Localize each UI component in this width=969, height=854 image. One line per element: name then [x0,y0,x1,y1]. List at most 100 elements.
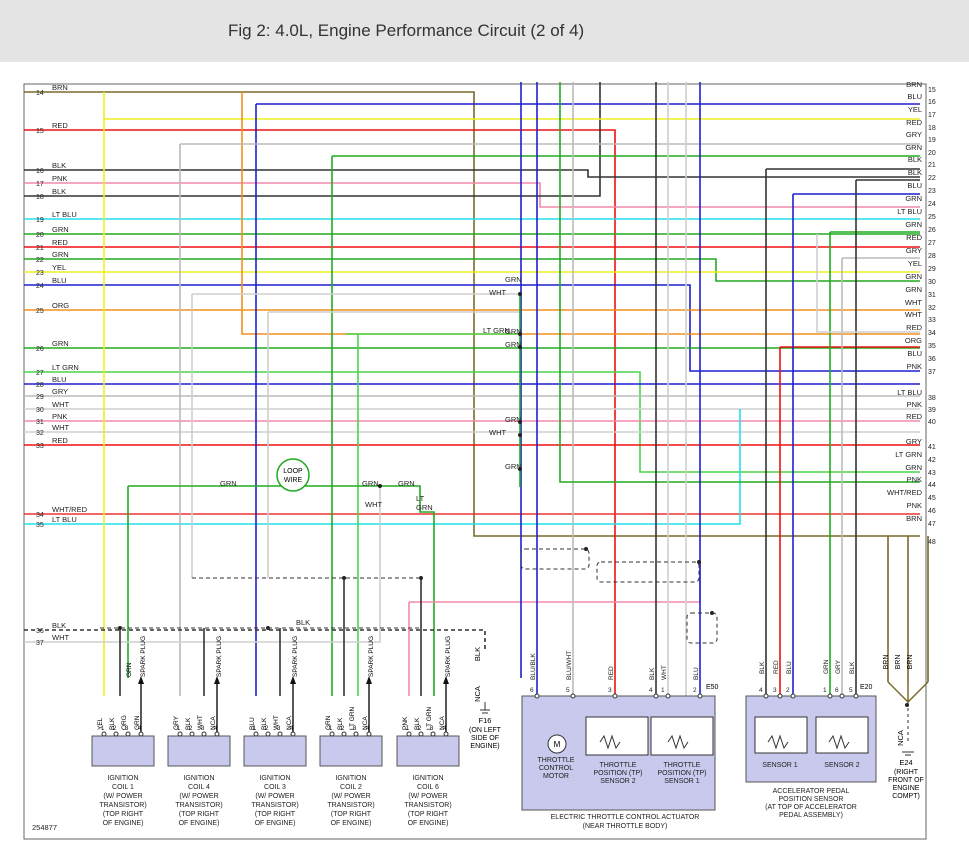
coil-pin-wire: GRY [173,715,180,730]
coil-caption: IGNITION [259,775,290,782]
left-wire-number: 26 [36,346,44,353]
spark-plug-label: SPARK PLUG [140,636,147,677]
spark-plug-label: SPARK PLUG [368,636,375,677]
coil-caption: (TOP RIGHT [103,811,144,818]
right-wire-color: YEL [908,105,922,114]
wire [816,234,920,333]
coil-pin-number: 3 [353,726,357,732]
pedal-pin-wire: GRY [835,659,842,674]
left-wire-number: 19 [36,217,44,224]
throttle-pin-number: 5 [566,687,570,694]
throttle-pin [697,693,703,699]
left-wire-color: LT BLU [52,210,77,219]
figure-number: 254877 [32,823,57,832]
coil-pin-wire: WHT [197,715,204,730]
shield-group [100,548,718,644]
spark-arrow [290,676,296,684]
right-wire-color: WHT [905,298,922,307]
pedal-caption: PEDAL ASSEMBLY) [779,812,843,819]
wire-label: GRN [505,275,522,284]
svg-text:M: M [554,740,561,749]
right-wire-color: GRN [905,220,922,229]
wire-label: GRN [505,415,522,424]
left-wire-number: 17 [36,181,44,188]
left-wire-number: 37 [36,640,44,647]
right-wire-color: BRN [906,514,922,523]
right-wire-number: 25 [928,214,936,221]
pedal-pin [839,693,845,699]
tp2-label-3: SENSOR 2 [600,778,636,785]
spark-arrow [366,676,372,684]
e24-wire: BRN [895,655,902,670]
coil-pin-wire: NCA [439,716,446,730]
throttle-pin-wire: WHT [661,665,668,680]
throttle-pin-wire: BLK [649,667,656,680]
wire [128,485,435,696]
right-wire-color: GRN [905,194,922,203]
f16-desc: SIDE OF [471,735,499,742]
coil-pin-number: 4 [214,726,218,732]
pedal-caption: ACCELERATOR PEDAL [773,788,850,795]
right-wire-color: GRN [905,463,922,472]
tp1-label-3: SENSOR 1 [664,778,700,785]
e24-wire: BRN [883,655,890,670]
right-wire-number: 29 [928,266,936,273]
left-wire-number: 25 [36,308,44,315]
pedal-pin-wire: BLK [759,661,766,674]
left-wire-number: 33 [36,443,44,450]
pedal-pin [777,693,783,699]
junction-dot [518,332,522,336]
figure-title: Fig 2: 4.0L, Engine Performance Circuit … [228,21,585,40]
wire [24,409,741,525]
spark-plug-label: SPARK PLUG [445,636,452,677]
coil-caption: COIL 2 [340,784,362,791]
pedal-pin-wire: BLK [849,661,856,674]
right-wire-number: 18 [928,125,936,132]
coil-body [396,735,460,767]
wire [24,486,381,643]
e24-id: E24 [899,758,912,767]
junction-dot [118,626,122,630]
wire-label: BLK [296,618,310,627]
right-wire-number: 41 [928,444,936,451]
spark-plug-label: SPARK PLUG [292,636,299,677]
coil-pin-number: 1 [177,726,181,732]
right-wire-number: 37 [928,369,936,376]
throttle-pin [612,693,618,699]
pedal-pin-number: 3 [773,687,777,694]
coil-caption: IGNITION [107,775,138,782]
right-wire-number: 48 [928,539,936,546]
throttle-pin [665,693,671,699]
right-wire-color: PNK [907,501,922,510]
left-wire-color: PNK [52,412,67,421]
right-wire-color: GRN [905,143,922,152]
junction-dot [584,547,588,551]
right-wire-color: GRN [905,272,922,281]
left-wire-color: BLK [52,187,66,196]
left-wire-number: 23 [36,270,44,277]
coil-pin-wire: WHT [273,715,280,730]
e24-nca: NCA [896,730,905,746]
coil-caption: (W/ POWER [408,793,447,800]
diagram-frame [23,83,927,840]
left-wire-number: 15 [36,128,44,135]
left-wire-color: LT GRN [52,363,79,372]
right-wire-color: LT GRN [895,450,922,459]
coil-pin-wire: LT GRN [349,706,356,730]
coil-caption: (W/ POWER [179,793,218,800]
coil-body [91,735,155,767]
motor-label: THROTTLE [538,757,575,764]
right-wire-color: LT BLU [897,207,922,216]
right-wire-color: PNK [907,362,922,371]
ground-label: NCA [473,686,482,702]
pedal-pin-wire: RED [773,660,780,674]
right-wire-color: BLK [908,168,922,177]
right-wire-color: RED [906,323,922,332]
right-wire-number: 23 [928,188,936,195]
coil-pin-wire: PNK [402,716,409,730]
wire-label: WHT [489,288,506,297]
wire [24,258,920,282]
